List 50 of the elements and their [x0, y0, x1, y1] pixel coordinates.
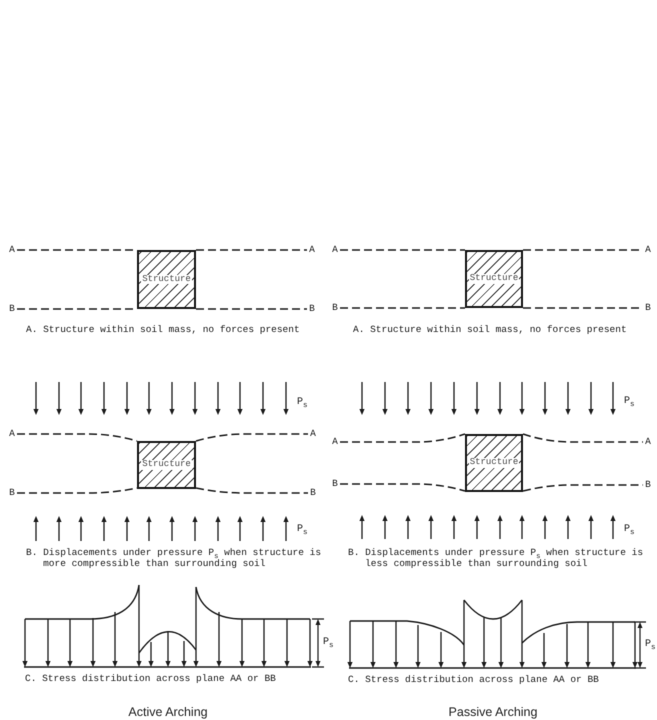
structure-label: Structure: [468, 274, 520, 284]
plane-line: [196, 433, 308, 442]
plane-line: [17, 487, 138, 494]
plane-line: [340, 433, 466, 443]
plane-label: B: [643, 302, 653, 314]
panel-title: Passive Arching: [448, 706, 538, 718]
plane-label: A: [7, 244, 17, 256]
plane-line: [522, 433, 643, 443]
structure-box: [465, 250, 523, 308]
plane-label: B: [307, 303, 317, 315]
structure-box: [137, 441, 196, 489]
plane-line: [340, 483, 466, 492]
plane-label: A: [330, 436, 340, 448]
pressure-label: P$_{s}$: [297, 525, 308, 535]
figure-caption: A. Structure within soil mass, no forces present: [26, 325, 300, 336]
figure-caption: C. Stress distribution across plane AA or BB: [25, 674, 276, 684]
plane-label: B: [330, 302, 340, 314]
panel-title: Active Arching: [128, 706, 208, 718]
plane-line: [17, 433, 138, 442]
plane-label: A: [643, 436, 653, 448]
plane-label: B: [308, 487, 318, 499]
figure-caption: C. Stress distribution across plane AA or BB: [348, 675, 599, 686]
structure-label: Structure: [468, 458, 520, 468]
pressure-label: P$_{s}$: [645, 640, 656, 650]
plane-label: A: [308, 428, 318, 440]
plane-label: B: [7, 487, 17, 499]
figure-caption: B. Displacements under pressure P$_{s}$ when structure is more compressible than surrounding soil: [26, 548, 322, 569]
plane-line: [340, 249, 465, 251]
plane-label: B: [7, 303, 17, 315]
plane-line: [196, 308, 307, 310]
pressure-label: P$_{s}$: [297, 398, 308, 408]
plane-label: B: [330, 478, 340, 490]
plane-line: [522, 484, 643, 492]
plane-label: A: [643, 244, 653, 256]
plane-label: B: [643, 479, 653, 491]
pressure-label: P$_{s}$: [323, 638, 334, 648]
plane-line: [196, 249, 307, 251]
figure-caption: B. Displacements under pressure P$_{s}$ when structure is less compressible than surrounding soil: [348, 548, 644, 569]
plane-label: A: [307, 244, 317, 256]
structure-label: Structure: [141, 460, 192, 470]
plane-line: [340, 307, 465, 309]
plane-label: A: [7, 428, 17, 440]
pressure-label: P$_{s}$: [624, 525, 635, 535]
structure-box: [137, 250, 196, 309]
structure-box: [465, 434, 523, 492]
plane-label: A: [330, 244, 340, 256]
pressure-label: P$_{s}$: [624, 397, 635, 407]
structure-label: Structure: [141, 274, 192, 284]
plane-line: [196, 487, 308, 494]
figure-caption: A. Structure within soil mass, no forces present: [353, 325, 627, 336]
